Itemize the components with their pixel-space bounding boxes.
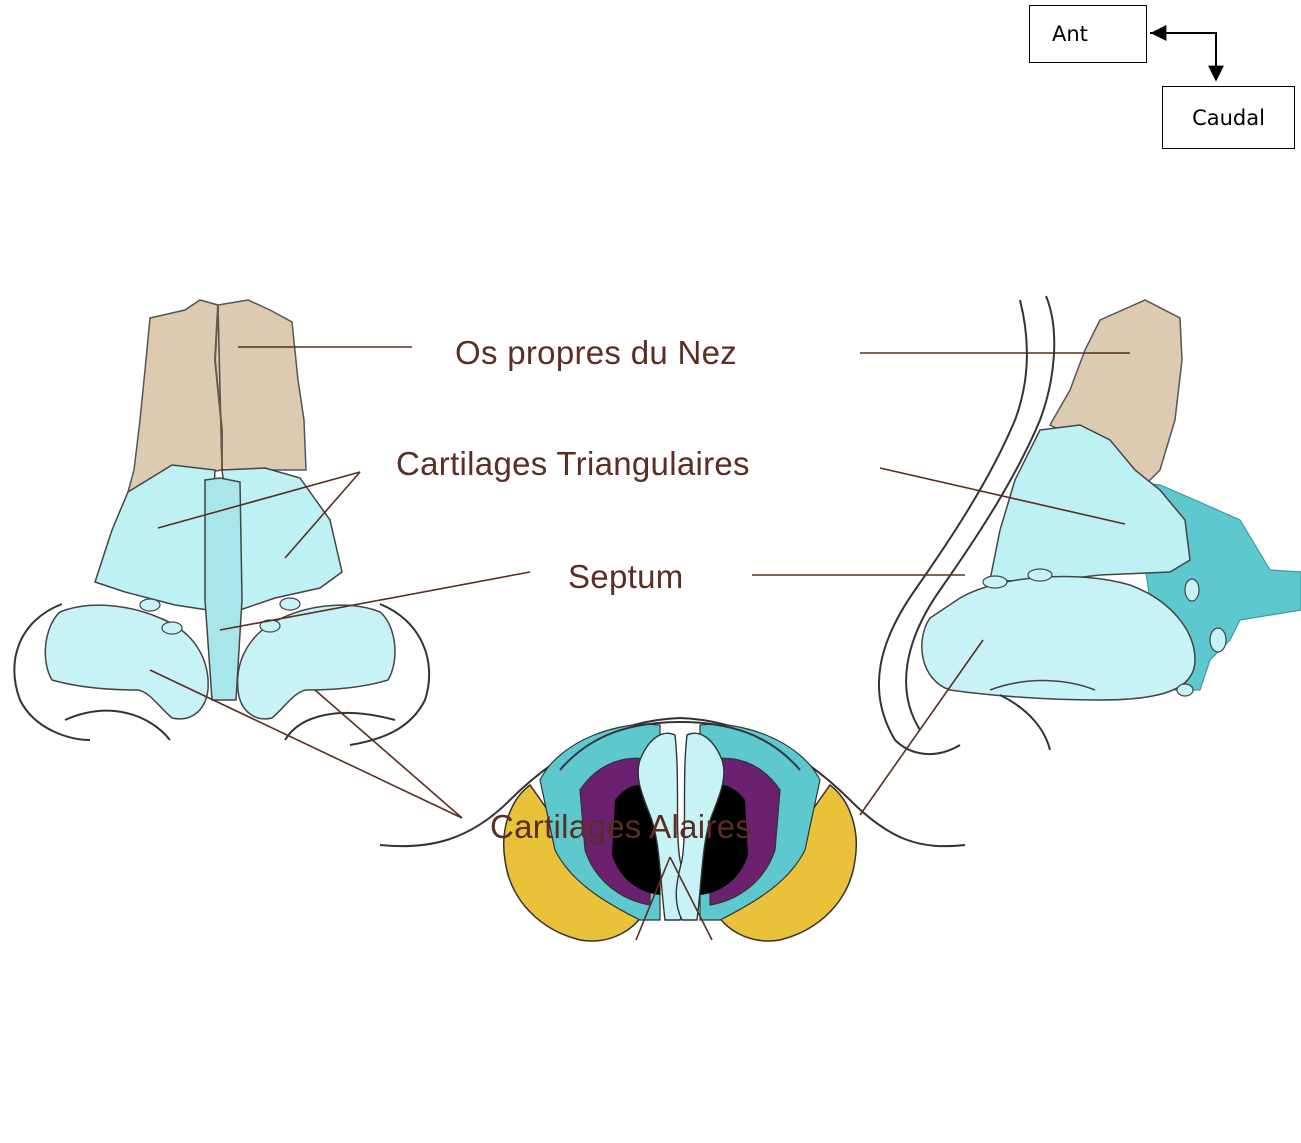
label-triangular-cartilages: Cartilages Triangulaires (396, 445, 750, 482)
label-alar-cartilages: Cartilages Alaires (490, 808, 752, 845)
front-septum (205, 478, 242, 700)
label-septum: Septum (568, 558, 684, 595)
front-alar-cartilage-left (45, 605, 208, 719)
front-view-nose (14, 300, 429, 745)
front-nasal-bone-right (218, 300, 306, 470)
front-triangular-cartilage-left (95, 465, 215, 610)
lateral-view-nose (879, 296, 1301, 754)
label-nasal-bones: Os propres du Nez (455, 334, 737, 371)
front-nasal-bone-left (128, 300, 222, 492)
orientation-arrows (1150, 33, 1216, 80)
